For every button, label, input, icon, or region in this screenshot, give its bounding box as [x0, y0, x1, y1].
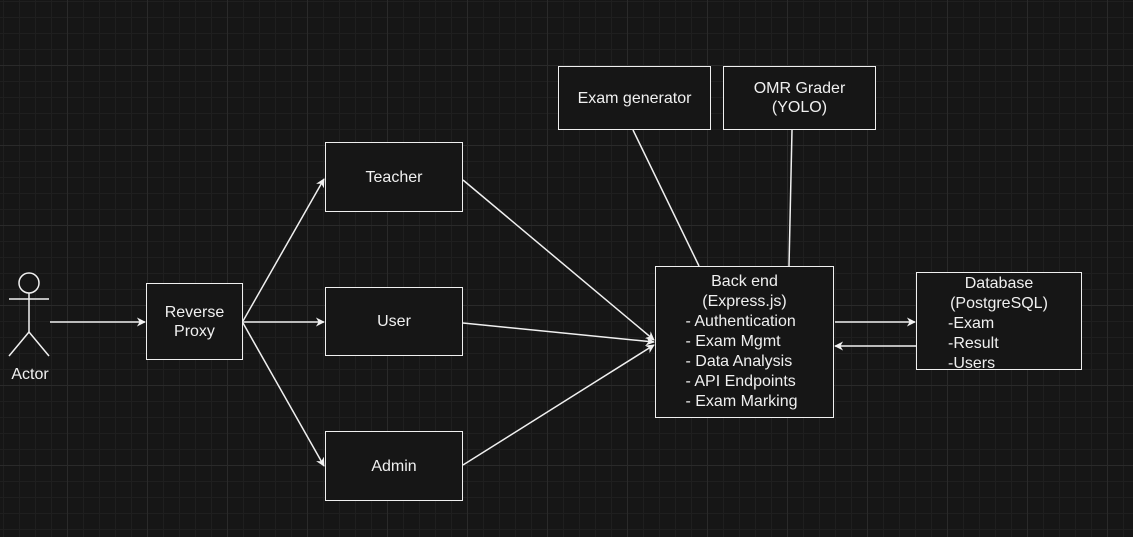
database-table-item: -Result [948, 335, 999, 352]
database-table-item: -Users [948, 355, 996, 372]
edge-teacher-to-backend [462, 179, 655, 341]
backend-feature-item: - Authentication [685, 313, 796, 330]
edge-examgen-to-backend [632, 129, 700, 267]
backend-title: Back end (Express.js) [702, 272, 786, 312]
backend-node[interactable]: Back end (Express.js) - Authentication -… [655, 266, 834, 418]
edge-proxy-to-teacher [242, 178, 325, 322]
exam-generator-node[interactable]: Exam generator [558, 66, 711, 130]
exam-generator-label: Exam generator [577, 89, 692, 107]
database-title: Database (PostgreSQL) [917, 274, 1081, 314]
edge-admin-to-backend [462, 344, 655, 466]
teacher-label: Teacher [365, 168, 423, 186]
edge-proxy-to-admin [242, 322, 325, 467]
user-label: User [377, 313, 411, 330]
database-title-line: Database [964, 275, 1034, 292]
omr-grader-node[interactable]: OMR Grader (YOLO) [723, 66, 876, 130]
backend-feature-list: - Authentication - Exam Mgmt - Data Anal… [685, 312, 797, 412]
backend-subtitle-line: (Express.js) [702, 293, 787, 310]
backend-feature-item: - Exam Mgmt [685, 333, 781, 350]
database-table-list: -Exam -Result -Users [917, 314, 1081, 374]
admin-node[interactable]: Admin [325, 431, 463, 501]
actor-label: Actor [11, 366, 49, 383]
teacher-node[interactable]: Teacher [325, 142, 463, 212]
admin-label: Admin [371, 457, 417, 475]
user-node[interactable]: User [325, 287, 463, 356]
backend-feature-item: - Exam Marking [685, 393, 798, 410]
backend-title-line: Back end [711, 273, 778, 290]
backend-feature-item: - API Endpoints [685, 373, 796, 390]
database-table-item: -Exam [948, 315, 995, 332]
omr-grader-label: OMR Grader (YOLO) [753, 80, 846, 116]
edge-user-to-backend [462, 322, 655, 346]
reverse-proxy-node[interactable]: Reverse Proxy [146, 283, 243, 360]
database-node[interactable]: Database (PostgreSQL) -Exam -Result -Use… [916, 272, 1082, 372]
edge-omr-to-backend [788, 129, 793, 267]
reverse-proxy-label: Reverse Proxy [164, 303, 225, 340]
database-subtitle-line: (PostgreSQL) [950, 295, 1048, 312]
actor-icon [8, 272, 50, 357]
backend-feature-item: - Data Analysis [685, 353, 793, 370]
